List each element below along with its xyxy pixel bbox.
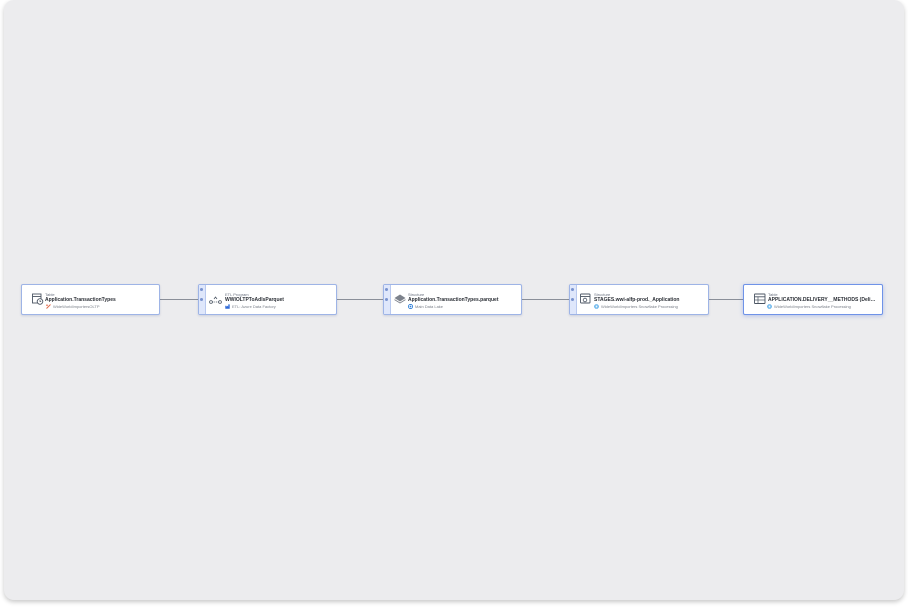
node-type-label: Structure (408, 292, 425, 297)
node-name: APPLICATION.DELIVERY__METHODS (Delivery … (768, 297, 878, 303)
node-source-label: WideWorldImporters Snowflake Processing (601, 304, 678, 309)
snowflake-icon (594, 304, 599, 309)
node-expand-handle[interactable] (384, 285, 391, 314)
node-source-label: Main Data Lake (415, 304, 444, 309)
data-lake-icon (408, 304, 413, 309)
lineage-node-etl-program[interactable]: ETL Program WWIOLTPToAdlsParquet ETL: Az… (198, 284, 337, 315)
node-type-label: Structure (594, 292, 611, 297)
node-type-label: ETL Program (225, 292, 249, 297)
table-icon (754, 293, 766, 304)
lineage-edge (709, 299, 743, 300)
node-name: STAGES.wwi-alfp-prod._Application (594, 297, 680, 303)
node-type-label: Table (45, 292, 55, 297)
lineage-edge (522, 299, 569, 300)
node-source-label: WideWorldImporters Snowflake Processing (774, 304, 851, 309)
node-source-label: ETL: Azure Data Factory (232, 304, 276, 309)
lineage-node-snowflake-stage[interactable]: Structure STAGES.wwi-alfp-prod._Applicat… (569, 284, 709, 315)
node-expand-handle[interactable] (199, 285, 206, 314)
etl-pipeline-icon (209, 296, 222, 304)
lineage-node-target-table[interactable]: Table APPLICATION.DELIVERY__METHODS (Del… (743, 284, 883, 315)
node-type-label: Table (768, 292, 778, 297)
database-icon (46, 304, 51, 309)
lineage-node-source-table[interactable]: Table Application.TransactionTypes WideW… (21, 284, 160, 315)
lineage-edge (160, 299, 198, 300)
node-source-label: WideWorldImportersOLTP (53, 304, 100, 309)
lineage-canvas[interactable]: Table Application.TransactionTypes WideW… (4, 0, 904, 600)
lineage-node-parquet-structure[interactable]: Structure Application.TransactionTypes.p… (383, 284, 522, 315)
node-name: WWIOLTPToAdlsParquet (225, 297, 284, 303)
data-lake-structure-icon (394, 294, 406, 304)
node-expand-handle[interactable] (570, 285, 577, 314)
node-name: Application.TransactionTypes (45, 297, 116, 303)
snowflake-icon (767, 304, 772, 309)
node-name: Application.TransactionTypes.parquet (408, 297, 499, 303)
stage-structure-icon (580, 293, 591, 304)
azure-data-factory-icon (225, 304, 230, 309)
lineage-edge (337, 299, 383, 300)
table-icon (32, 293, 44, 305)
